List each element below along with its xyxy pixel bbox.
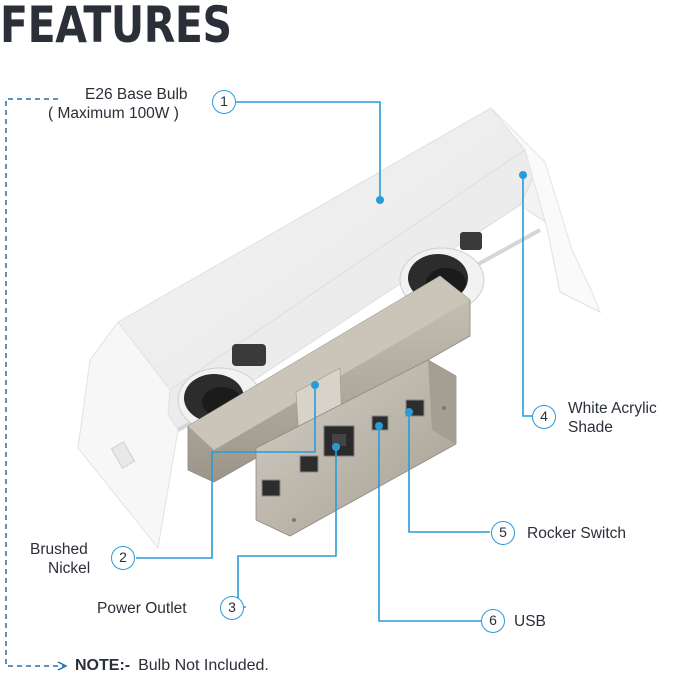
callout-number-4: 4 [532,405,556,429]
callout-shade-line1: White Acrylic [568,400,657,417]
acrylic-shade [77,107,602,550]
callout-number-1: 1 [212,90,236,114]
callout-number-5: 5 [491,521,515,545]
page-title: FEATURES [0,0,232,54]
nickel-base-box [255,359,457,537]
callout-bulb-line2: ( Maximum 100W ) [48,105,179,122]
callout-number-3: 3 [220,596,244,620]
note-text: Bulb Not Included. [138,657,269,674]
callout-outlet-label: Power Outlet [97,600,187,617]
note-label: NOTE:- [75,657,131,674]
outlet-port-left [261,479,281,497]
callout-dots [311,171,527,451]
callout-leaders [136,101,532,622]
callout-nickel-line1: Brushed [30,541,88,558]
callout-rocker-label: Rocker Switch [527,525,627,542]
note: NOTE:- Bulb Not Included. [75,657,269,675]
note-dashed-line [5,98,68,671]
callout-number-6: 6 [481,609,505,633]
callout-bulb-line1: E26 Base Bulb [85,86,188,103]
callout-nickel-line2: Nickel [48,560,91,577]
callout-usb-label: USB [514,613,546,630]
callout-number-2: 2 [111,546,135,570]
callout-shade-line2: Shade [568,419,613,436]
